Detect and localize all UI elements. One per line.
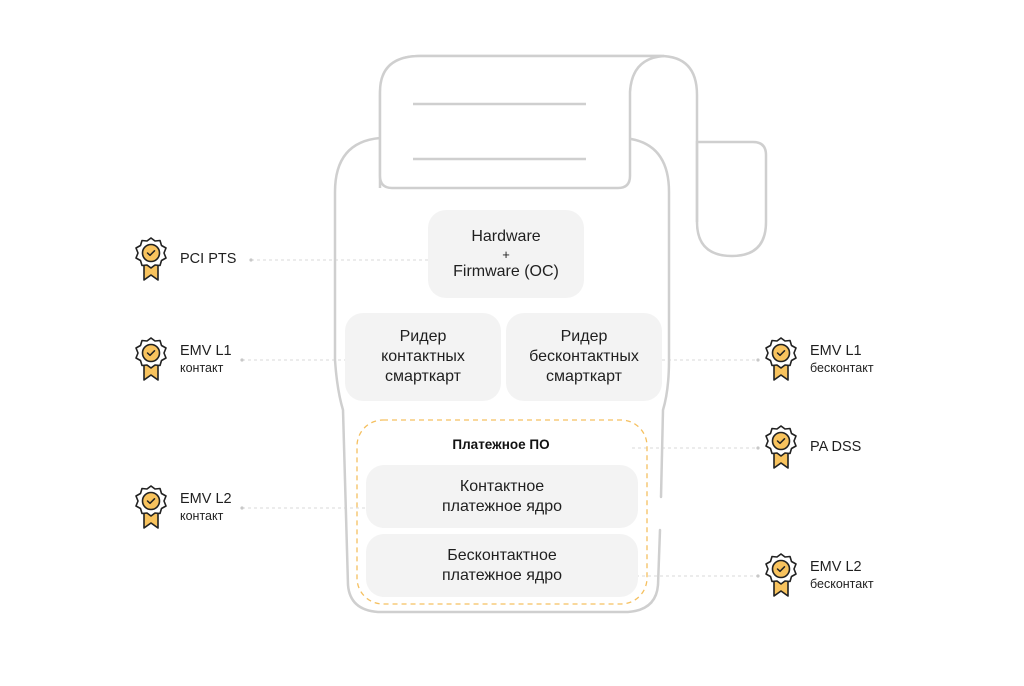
contactless-kernel-line2: платежное ядро (442, 566, 562, 584)
receipt-paper-tail (695, 140, 768, 258)
contact-reader-line1: Ридер (399, 328, 447, 345)
cert-emv-l1-contactless: EMV L1 бесконтакт (764, 336, 874, 382)
contact-reader-line3: смарткарт (385, 368, 461, 385)
cert-name: EMV L1 (180, 343, 232, 359)
receipt-paper (378, 54, 665, 190)
payment-software-group-border (356, 419, 648, 605)
contact-kernel-block: Контактное платежное ядро (366, 465, 638, 528)
cert-emv-l2-contact: EMV L2 контакт (134, 484, 232, 530)
cert-name: PA DSS (810, 439, 862, 455)
cert-pci-pts: PCI PTS (134, 236, 236, 282)
award-badge-icon (764, 336, 798, 382)
cert-subtitle: бесконтакт (810, 577, 874, 591)
cert-subtitle: контакт (180, 509, 224, 523)
contact-reader-line2: контактных (381, 348, 465, 365)
cert-name: EMV L2 (180, 491, 232, 507)
award-badge-icon (764, 552, 798, 598)
cert-emv-l1-contact: EMV L1 контакт (134, 336, 232, 382)
contact-kernel-line1: Контактное (459, 477, 545, 495)
plus-label: + (502, 246, 510, 262)
cert-name: PCI PTS (180, 251, 237, 267)
connector-lines (242, 259, 758, 577)
award-badge-icon (134, 484, 168, 530)
terminal-body-outline (333, 136, 671, 614)
hardware-firmware-block: Hardware + Firmware (OC) (428, 210, 584, 298)
contactless-reader-line2: бесконтактных (529, 348, 639, 365)
cert-name: EMV L2 (810, 559, 862, 575)
contact-kernel-line2: платежное ядро (442, 497, 562, 515)
contactless-kernel-line1: Бесконтактное (447, 546, 557, 564)
cert-emv-l2-contactless: EMV L2 бесконтакт (764, 552, 874, 598)
hardware-label: Hardware (471, 227, 541, 245)
cert-pa-dss: PA DSS (764, 424, 861, 470)
award-badge-icon (764, 424, 798, 470)
cert-subtitle: контакт (180, 361, 224, 375)
award-badge-icon (134, 236, 168, 282)
contact-reader-block: Ридер контактных смарткарт (345, 313, 501, 401)
contactless-kernel-block: Бесконтактное платежное ядро (366, 534, 638, 597)
contactless-reader-line3: смарткарт (546, 368, 622, 385)
cert-subtitle: бесконтакт (810, 361, 874, 375)
cert-name: EMV L1 (810, 343, 862, 359)
firmware-label: Firmware (OC) (453, 262, 559, 280)
contactless-reader-block: Ридер бесконтактных смарткарт (506, 313, 662, 401)
award-badge-icon (134, 336, 168, 382)
contactless-reader-line1: Ридер (560, 328, 608, 345)
payment-software-title: Платежное ПО (452, 437, 550, 452)
